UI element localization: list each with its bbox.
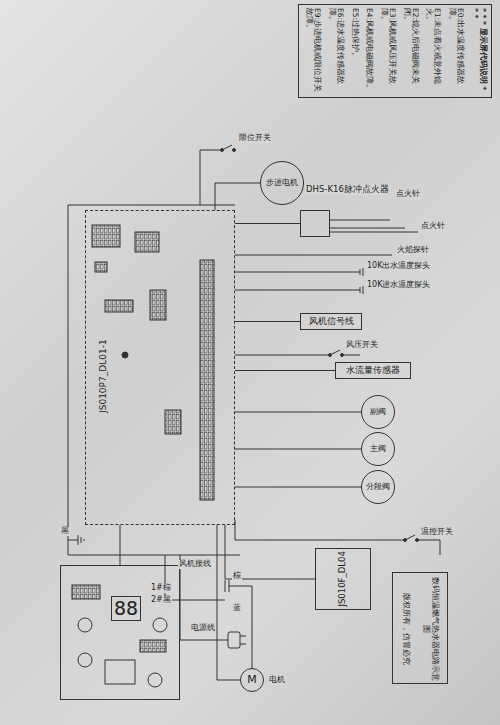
node-text: E0:出水温度传感器故障。 (448, 8, 464, 96)
valve-circle: 主阀 (361, 432, 395, 466)
node-text: E6:进水温度传感器故障。 (328, 8, 344, 96)
wire-label: 风机接线 (178, 560, 212, 569)
node-text: 版权所有，仿冒必究 (402, 576, 411, 682)
wire-connector (225, 525, 315, 579)
wire-label: 限位开关 (238, 134, 272, 143)
wire-label: 风压开关 (345, 341, 379, 350)
wire-connector (235, 449, 361, 450)
wire-connector (235, 370, 335, 371)
heading-text: * * * 显示屏代码说明 * * * (471, 8, 487, 96)
wire-label: 火焰探针 (396, 246, 430, 255)
wire-label: 10K出水温度探头 (366, 262, 431, 271)
rotated-text-group: * * * 显示屏代码说明 * * * E0:出水温度传感器故障。 E1:未点着火或… (302, 8, 490, 96)
error-code-box: * * * 显示屏代码说明 * * * E0:出水温度传感器故障。 E1:未点着火或… (298, 4, 492, 98)
wire-label: 电机 (268, 676, 286, 685)
wire-label: 温控开关 (420, 528, 454, 537)
heading-text: 数码恒温燃气热水器电路示意图 (422, 576, 440, 682)
node-text: 88 (111, 596, 141, 621)
wire-label: 电源线 (190, 624, 216, 633)
wire-label: 点火针 (420, 222, 446, 231)
node-text: 副阀 (370, 407, 386, 416)
node-text: DHS-K16脉冲点火器 (305, 185, 390, 195)
motor-circle: M (240, 668, 264, 692)
node-text: E1:未点着火或意外熄火。 (426, 8, 442, 96)
wire-connector (215, 183, 260, 210)
wire-connector (235, 412, 361, 413)
wire-label: 点火针 (395, 190, 421, 199)
node-text: E9:步进电机或限位开关故障。 (306, 8, 322, 96)
valve-circle: 副阀 (361, 395, 395, 429)
wire-connector (217, 525, 240, 680)
wire-connector (120, 525, 121, 565)
wire-label: 黑 (60, 527, 70, 536)
wire-connector (235, 223, 300, 224)
fan-signal-box: 风机信号线 (300, 313, 362, 330)
node-text: E3:风机或风压开关故障。 (380, 8, 396, 96)
node-text: E2:熄火后电磁阀未关闭。 (403, 8, 419, 96)
igniter-box: DHS-K16脉冲点火器 (300, 210, 330, 237)
wire-label: 10K进水温度探头 (366, 281, 431, 290)
wire-connector (235, 487, 361, 488)
wire-label: 2#黑 (150, 596, 172, 605)
transformer-box: JS010F_DL04 (315, 548, 371, 610)
node-text: E5:过热保护。 (351, 8, 359, 96)
node-text: E4:风机或电磁阀故障。 (366, 8, 374, 96)
valve-circle: 分段阀 (361, 470, 395, 504)
node-text: JS010F_DL04 (338, 551, 348, 606)
flow-sensor-box: 水流量传感器 (335, 362, 411, 379)
node-text: 分段阀 (366, 483, 390, 492)
node-text: 主阀 (370, 444, 386, 453)
node-text: JS010P7_DL01-1 (98, 339, 108, 413)
node-text: 水流量传感器 (346, 366, 400, 376)
node-text: M (247, 674, 257, 687)
wire-label: 蓝 (232, 604, 242, 613)
note-box: 数码恒温燃气热水器电路示意图 版权所有，仿冒必究 (392, 572, 448, 684)
rotated-text-group: 数码恒温燃气热水器电路示意图 版权所有，仿冒必究 (396, 576, 446, 682)
wire-label: 棕 (232, 572, 242, 581)
control-board: JS010P7_DL01-1 (85, 210, 235, 525)
node-text: 步进电机 (266, 178, 298, 187)
wire-label: 1#棕 (150, 584, 172, 593)
node-text: 风机信号线 (309, 317, 354, 327)
wire-connector (235, 321, 300, 322)
stepper-motor: 步进电机 (260, 161, 304, 205)
